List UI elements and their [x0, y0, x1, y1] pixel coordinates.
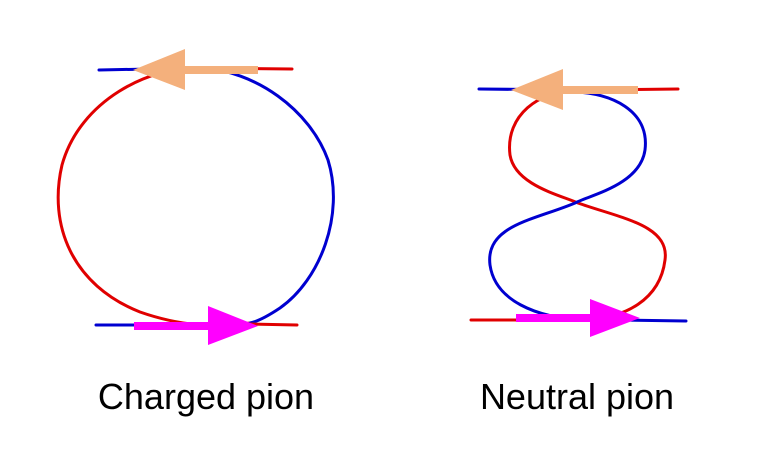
charged-bottom-red-line — [248, 322, 299, 327]
charged-pion-caption: Charged pion — [97, 376, 315, 417]
charged-loop-blue-arc — [198, 66, 335, 325]
left-arrow-icon — [511, 69, 638, 110]
right-arrow-icon — [516, 299, 640, 337]
neutral-loop-blue-strand — [488, 90, 647, 322]
right-arrow-icon — [134, 306, 258, 345]
charged-pion-diagram — [56, 49, 335, 345]
left-arrow-icon — [133, 49, 258, 90]
neutral-pion-caption: Neutral pion — [479, 376, 675, 417]
charged-loop-red-arc — [56, 66, 252, 327]
neutral-pion-diagram — [469, 69, 688, 337]
